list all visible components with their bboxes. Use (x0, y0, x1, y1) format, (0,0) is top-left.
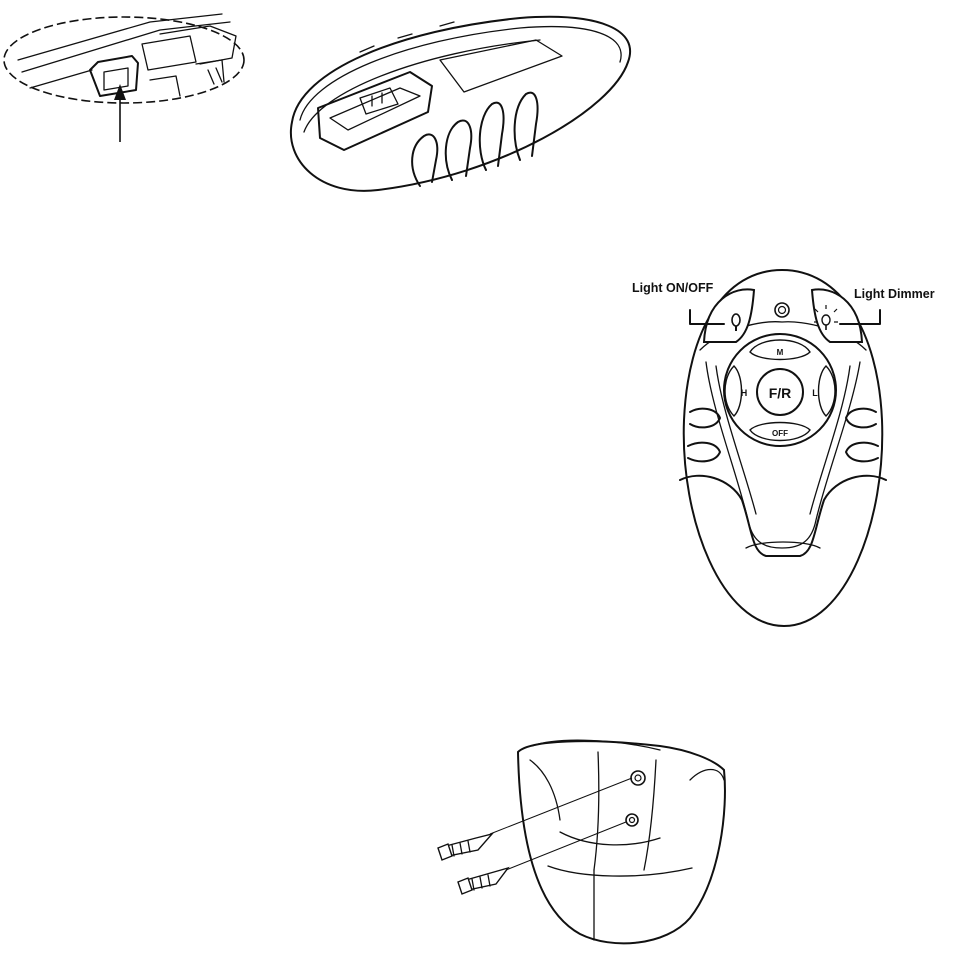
light-on-off-label: Light ON/OFF (632, 282, 713, 295)
speed-h-button[interactable]: H (741, 388, 748, 398)
screw-upper (438, 834, 492, 860)
speed-m-button[interactable]: M (777, 348, 784, 357)
light-dimmer-label: Light Dimmer (854, 288, 935, 301)
battery-compartment-detail (4, 14, 244, 142)
remote-back-open (291, 17, 630, 191)
remote-front: M H F/R L OFF (680, 270, 886, 626)
fan-off-button[interactable]: OFF (772, 429, 788, 438)
forward-reverse-button[interactable]: F/R (769, 385, 792, 401)
screw-lower (458, 868, 508, 894)
wall-mount-cradle (490, 740, 725, 943)
speed-l-button[interactable]: L (812, 388, 818, 398)
